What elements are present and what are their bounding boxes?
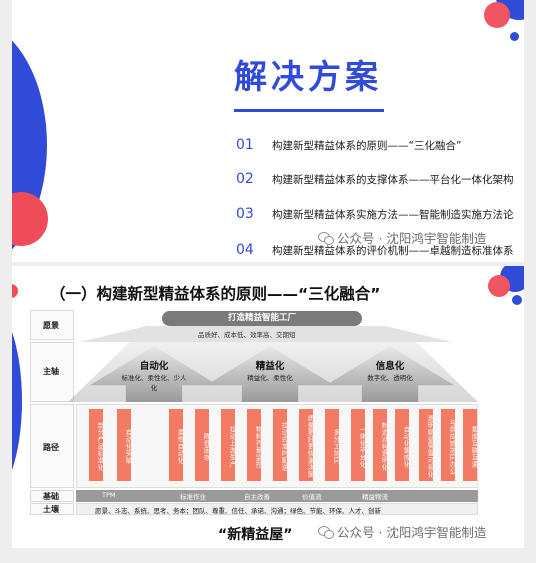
row-label-path: 路径 <box>43 443 59 452</box>
row-cell-soil <box>30 503 74 515</box>
soil-text: 愿景、斗志、系统、思考、务本；团队、尊重、信任、承诺、沟通；绿色、节能、环保、人… <box>95 507 381 515</box>
decor-blue-dot <box>510 32 519 41</box>
foundation-row: TPM 标准作业 自主改善 价值流 精益物流 <box>76 490 478 502</box>
agenda-item-4: 04 构建新型精益体系的评价机制——卓越制造标准体系 <box>236 242 524 262</box>
pillar: 物料齐套监控 <box>247 409 262 481</box>
vision-banner: 打造精益智能工厂 <box>162 311 362 326</box>
wechat-icon <box>318 231 334 245</box>
decor-red-circle <box>12 284 18 298</box>
slide-title: 解决方案 <box>234 57 382 96</box>
watermark-text: 公众号 · 沈阳鸿宇智能制造 <box>337 231 487 246</box>
pillar: 拉动式准时配送 <box>273 409 288 481</box>
agenda-text: 构建新型精益体系的原则——“三化融合” <box>272 140 462 152</box>
axis-subtitle: 精益化、柔性化 <box>247 374 293 382</box>
pillar: 集成互联互通 <box>463 409 478 481</box>
pillar: 制造过程透明化 <box>373 409 388 481</box>
row-label-soil: 土壤 <box>43 505 59 514</box>
agenda-number: 01 <box>236 137 254 153</box>
house-slide: （一）构建新型精益体系的原则——“三化融合” 愿景 主轴 路径 基础 土壤 打造… <box>12 266 524 548</box>
diagram-caption: “新精益屋” <box>218 527 293 543</box>
agenda-item-1: 01 构建新型精益体系的原则——“三化融合” <box>236 137 524 157</box>
agenda-item-2: 02 构建新型精益体系的支撑体系——平台化一体化架构 <box>236 171 524 191</box>
foundation-item: 精益物流 <box>362 493 388 501</box>
decor-red-circle-top <box>484 2 510 28</box>
row-label-foundation: 基础 <box>43 492 59 501</box>
agenda-text: 构建新型精益体系实施方法——智能制造实施方法论 <box>272 209 514 221</box>
wechat-icon <box>318 525 334 539</box>
pillar: 柔性自动化 <box>169 409 184 481</box>
agenda-slide: 解决方案 01 构建新型精益体系的原则——“三化融合” 02 构建新型精益体系的… <box>12 0 524 262</box>
row-cell-vision <box>30 310 74 340</box>
axis-subtitle: 标准化、柔性化、少人化 <box>121 374 187 392</box>
pillar: 降低库存 <box>195 409 210 481</box>
decor-red-circle <box>12 192 48 246</box>
axis-title: 精益化 <box>255 361 285 372</box>
pillar: 拉动上游生产 <box>221 409 236 481</box>
pillar: 与供应链协同办公 <box>441 409 456 481</box>
axis-arrow-informatization: 信息化 数字化、透明化 <box>326 346 454 402</box>
axis-title: 自动化 <box>139 361 169 372</box>
axis-arrow-automation: 自动化 标准化、柔性化、少人化 <box>90 346 218 402</box>
roof-band <box>80 326 452 342</box>
watermark-text: 公众号 · 沈阳鸿宇智能制造 <box>337 525 487 540</box>
foundation-item: 标准作业 <box>180 493 206 501</box>
pillar: 多分工协同 <box>325 409 340 481</box>
path-pillars-area: 部分产品标准化 自动化突破 柔性自动化 降低库存 拉动上游生产 物料齐套监控 拉… <box>76 404 478 488</box>
agenda-number: 04 <box>236 242 254 258</box>
pillar: 一体化平台化 <box>351 409 366 481</box>
agenda-number: 02 <box>236 171 254 187</box>
row-label-vision: 愿景 <box>43 321 59 330</box>
axis-title: 信息化 <box>375 361 405 372</box>
row-cell-foundation <box>30 490 74 502</box>
row-label-column <box>30 310 74 515</box>
watermark: 公众号 · 沈阳鸿宇智能制造 <box>318 228 486 247</box>
vision-subtitle: 品质好、成本低、效率高、交期短 <box>198 331 296 339</box>
pillar: 自动化突破 <box>117 409 132 481</box>
decor-blue-dot <box>512 295 522 305</box>
agenda-number: 03 <box>236 206 254 222</box>
pillar: 自动化集成化 <box>395 409 410 481</box>
axis-subtitle: 数字化、透明化 <box>367 374 413 382</box>
pillar: 部分产品标准化 <box>89 409 104 481</box>
agenda-text: 构建新型精益体系的支撑体系——平台化一体化架构 <box>272 174 514 186</box>
slide-title: （一）构建新型精益体系的原则——“三化融合” <box>50 285 381 303</box>
pillar: 质量更好更快速决策 <box>299 409 314 481</box>
soil-row: 愿景、斗志、系统、思考、务本；团队、尊重、信任、承诺、沟通；绿色、节能、环保、人… <box>76 503 478 515</box>
decor-blue-circle <box>12 301 22 501</box>
row-cell-path <box>30 404 74 488</box>
watermark: 公众号 · 沈阳鸿宇智能制造 <box>318 522 486 541</box>
pillar: 透明精益管理可视化 <box>419 409 434 481</box>
row-label-main-axis: 主轴 <box>43 367 59 376</box>
foundation-item: TPM <box>102 491 116 499</box>
row-cell-axis <box>30 342 74 402</box>
title-underline <box>234 109 384 112</box>
foundation-item: 价值流 <box>302 493 322 501</box>
axis-arrow-lean: 精益化 精益化、柔性化 <box>206 346 334 402</box>
decor-red-circle-top <box>488 275 510 297</box>
agenda-text: 构建新型精益体系的评价机制——卓越制造标准体系 <box>272 245 514 257</box>
foundation-item: 自主改善 <box>244 493 270 501</box>
agenda-item-3: 03 构建新型精益体系实施方法——智能制造实施方法论 <box>236 206 524 226</box>
